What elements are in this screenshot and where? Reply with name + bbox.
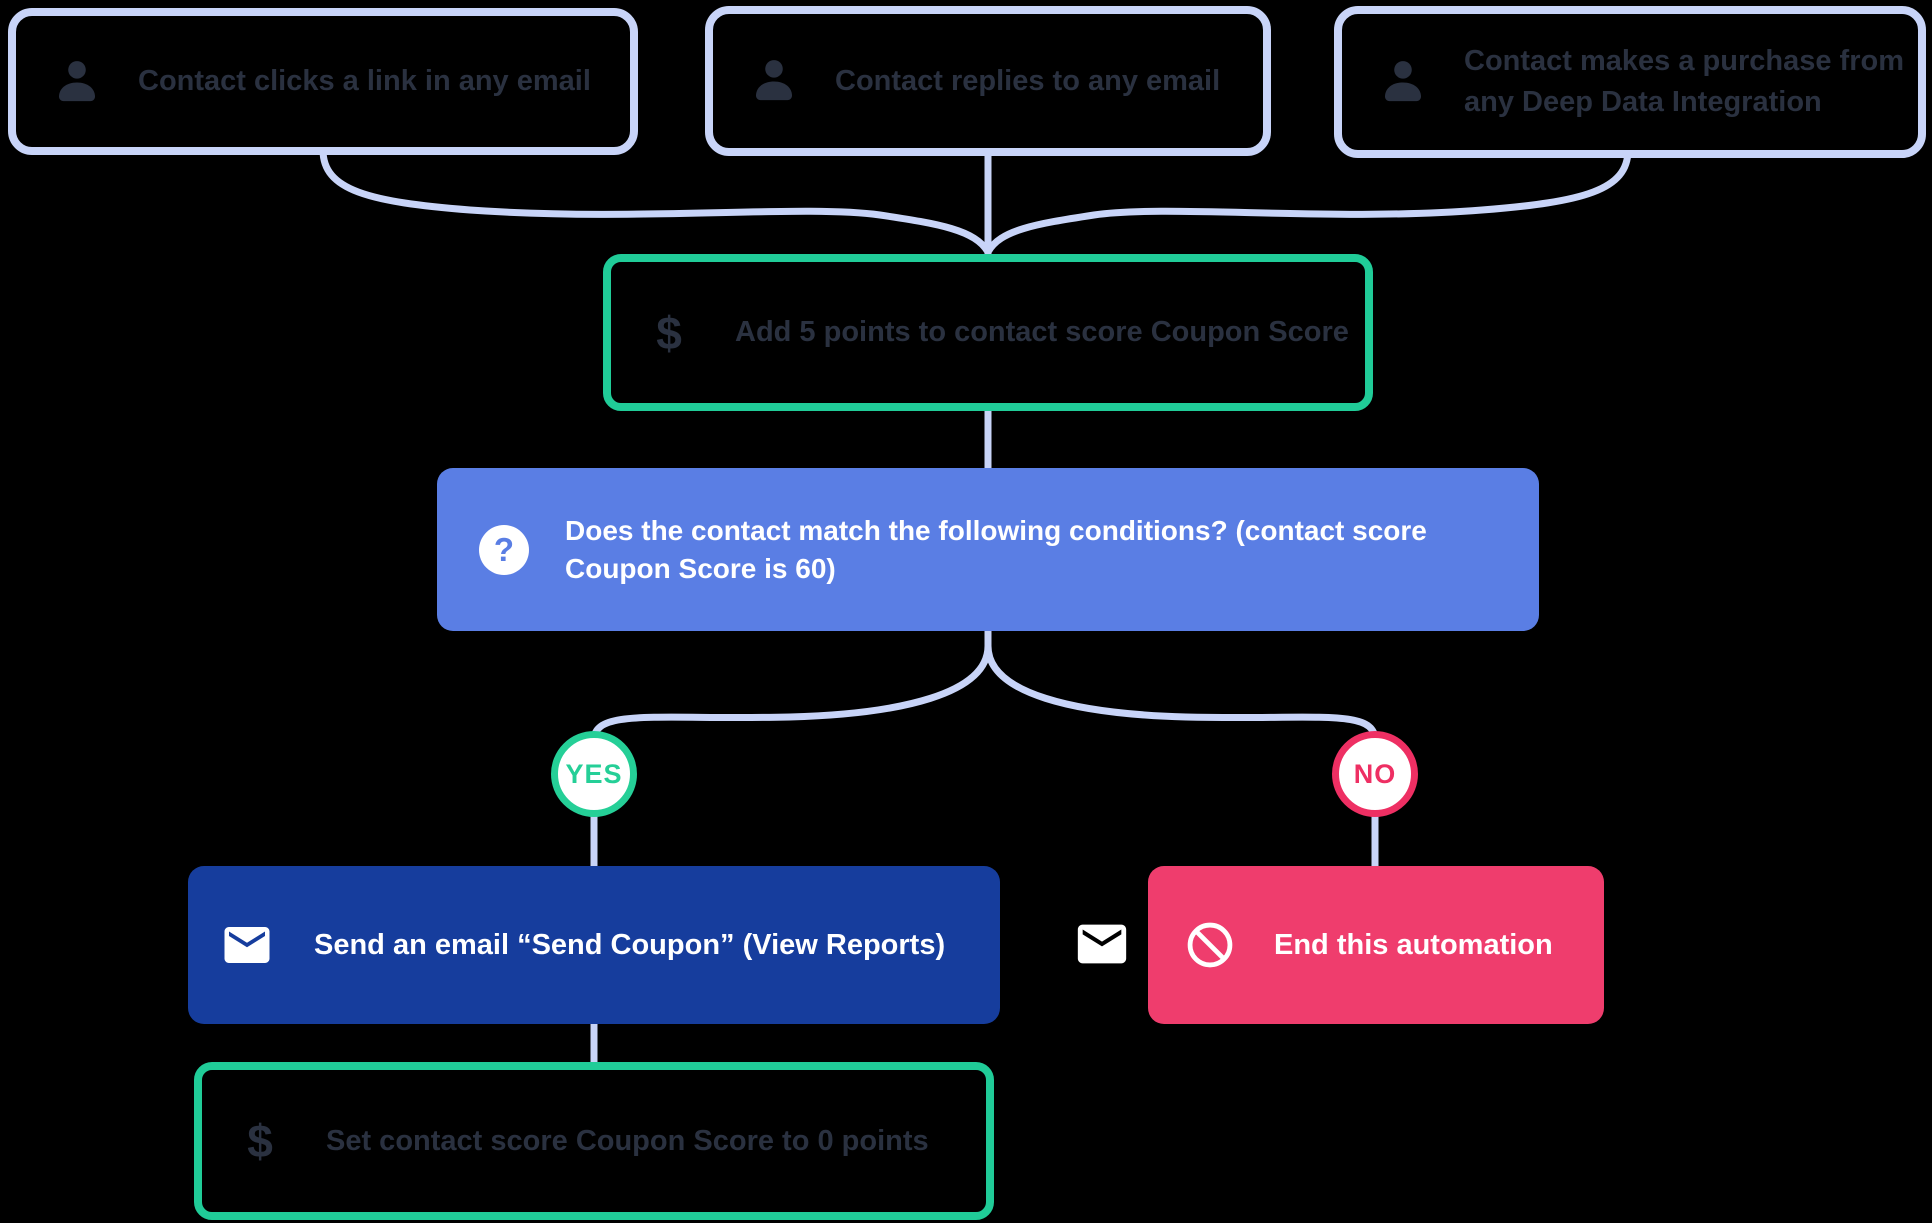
question-glyph: ? <box>493 531 515 568</box>
question-mark-icon: ? <box>479 524 529 575</box>
node-label: Send an email “Send Coupon” (View Report… <box>314 928 946 961</box>
action-node-set-score[interactable]: $ Set contact score Coupon Score to 0 po… <box>194 1062 994 1220</box>
yes-label: YES <box>565 758 623 789</box>
person-icon <box>50 55 104 109</box>
node-label: Contact replies to any email <box>835 64 1221 97</box>
connector-trigger-click-to-add-points <box>319 149 992 254</box>
action-node-send-email[interactable]: Send an email “Send Coupon” (View Report… <box>188 866 1000 1024</box>
person-icon <box>747 54 801 108</box>
email-icon <box>220 918 274 972</box>
action-node-add-points[interactable]: $ Add 5 points to contact score Coupon S… <box>603 254 1373 411</box>
node-label: End this automation <box>1274 928 1553 961</box>
connector-condition-to-no <box>984 645 1379 741</box>
action-node-end-automation[interactable]: End this automation <box>1148 866 1604 1024</box>
dollar-icon: $ <box>247 1115 273 1167</box>
connector-condition-to-yes <box>590 624 992 741</box>
block-icon <box>1184 919 1236 971</box>
node-label: Contact clicks a link in any email <box>138 65 591 97</box>
no-label: NO <box>1353 758 1397 789</box>
no-branch-badge: NO <box>1332 731 1418 817</box>
node-label: Contact makes a purchase from any Deep D… <box>1464 45 1904 118</box>
trigger-node-contact-replies[interactable]: Contact replies to any email <box>705 6 1271 156</box>
dollar-icon: $ <box>656 306 682 359</box>
node-label: Does the contact match the following con… <box>565 514 1427 584</box>
yes-branch-badge: YES <box>551 731 637 817</box>
trigger-node-contact-purchase[interactable]: Contact makes a purchase from any Deep D… <box>1334 6 1926 158</box>
node-label: Set contact score Coupon Score to 0 poin… <box>326 1124 929 1157</box>
connector-trigger-purchase-to-add-points <box>984 149 1632 254</box>
person-icon <box>1376 55 1430 109</box>
node-label: Add 5 points to contact score Coupon Sco… <box>735 316 1349 348</box>
email-icon <box>1073 915 1131 973</box>
trigger-node-contact-clicks-link[interactable]: Contact clicks a link in any email <box>8 8 638 155</box>
condition-node-contact-match[interactable]: ? Does the contact match the following c… <box>437 468 1539 631</box>
